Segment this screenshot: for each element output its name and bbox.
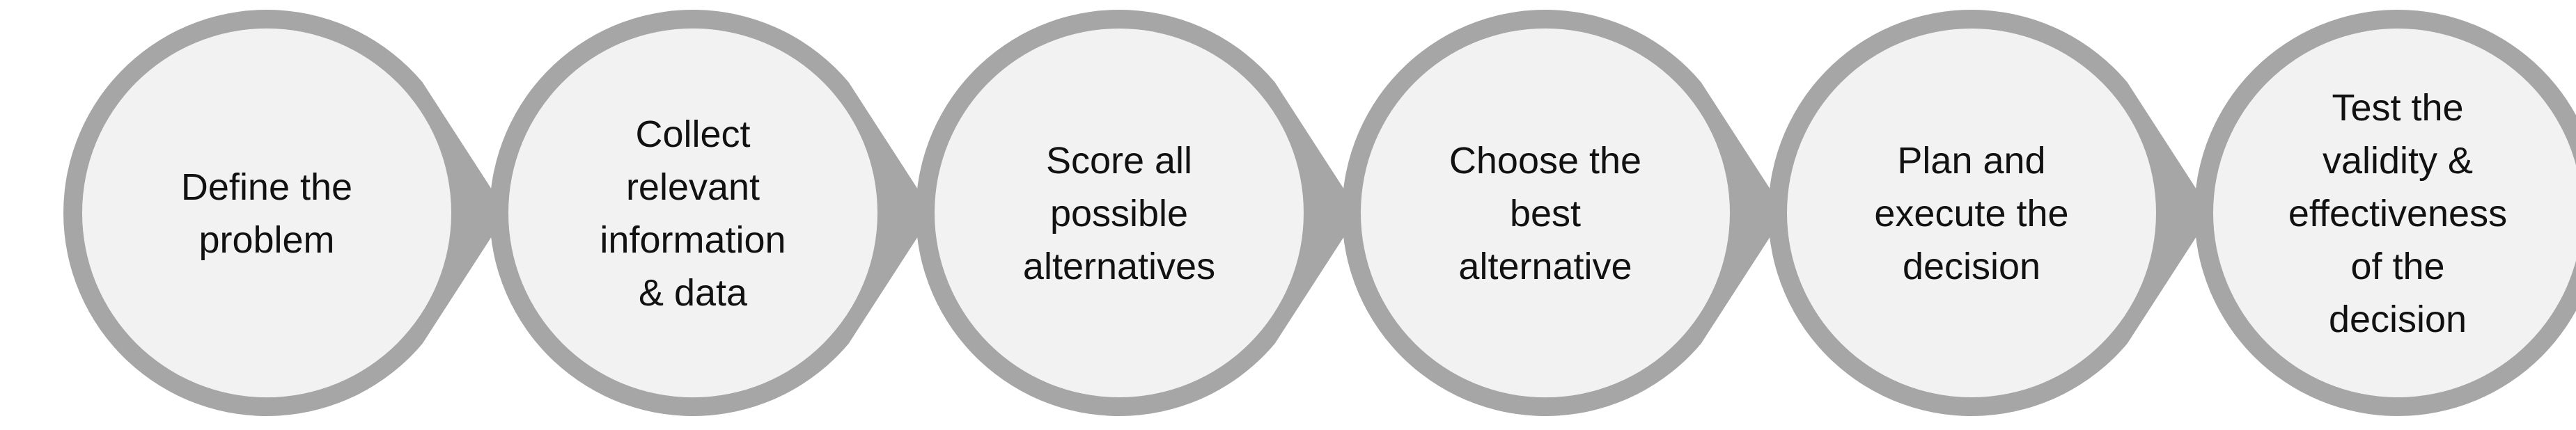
- step-label-2: Collect relevant information & data: [600, 113, 786, 314]
- step-label-line: effectiveness: [2288, 193, 2507, 234]
- step-label-line: alternatives: [1023, 246, 1215, 287]
- step-label-line: decision: [1903, 246, 2040, 287]
- step-label-line: Define the: [181, 166, 352, 208]
- step-label-line: of the: [2350, 246, 2444, 287]
- step-label-line: Plan and: [1897, 140, 2045, 182]
- step-shape-1: [63, 10, 508, 417]
- step-label-line: execute the: [1874, 193, 2068, 234]
- labels-layer: Define the problem Collect relevant informat…: [181, 87, 2507, 340]
- step-label-4: Choose the best alternative: [1449, 140, 1641, 287]
- step-shape-5: [1768, 10, 2212, 417]
- step-label-5: Plan and execute the decision: [1874, 140, 2068, 287]
- step-label-line: best: [1510, 193, 1581, 234]
- step-label-3: Score all possible alternatives: [1023, 140, 1215, 287]
- step-shape-6: [2194, 10, 2576, 416]
- step-label-line: alternative: [1458, 246, 1632, 287]
- step-shape-2: [490, 10, 933, 417]
- step-label-line: & data: [639, 272, 748, 314]
- step-label-line: relevant: [626, 166, 760, 208]
- step-label-line: possible: [1050, 193, 1188, 234]
- step-label-line: information: [600, 219, 786, 261]
- step-label-1: Define the problem: [181, 166, 352, 261]
- step-shape-3: [916, 10, 1359, 417]
- shapes-layer: [63, 10, 2576, 417]
- step-circle: [1787, 29, 2156, 397]
- step-shape-4: [1342, 10, 1786, 417]
- step-label-line: decision: [2329, 298, 2467, 340]
- step-circle: [935, 29, 1304, 397]
- step-label-line: validity &: [2323, 140, 2473, 182]
- step-label-line: problem: [198, 219, 334, 261]
- step-label-line: Score all: [1046, 140, 1192, 182]
- step-label-6: Test the validity & effectiveness of the dec…: [2288, 87, 2507, 340]
- step-label-line: Choose the: [1449, 140, 1641, 182]
- step-circle: [81, 28, 452, 398]
- step-circle: [1361, 28, 1730, 398]
- step-label-line: Test the: [2332, 87, 2463, 129]
- step-circle: [508, 28, 877, 398]
- step-circle: [2213, 29, 2576, 397]
- step-label-line: Collect: [635, 113, 750, 155]
